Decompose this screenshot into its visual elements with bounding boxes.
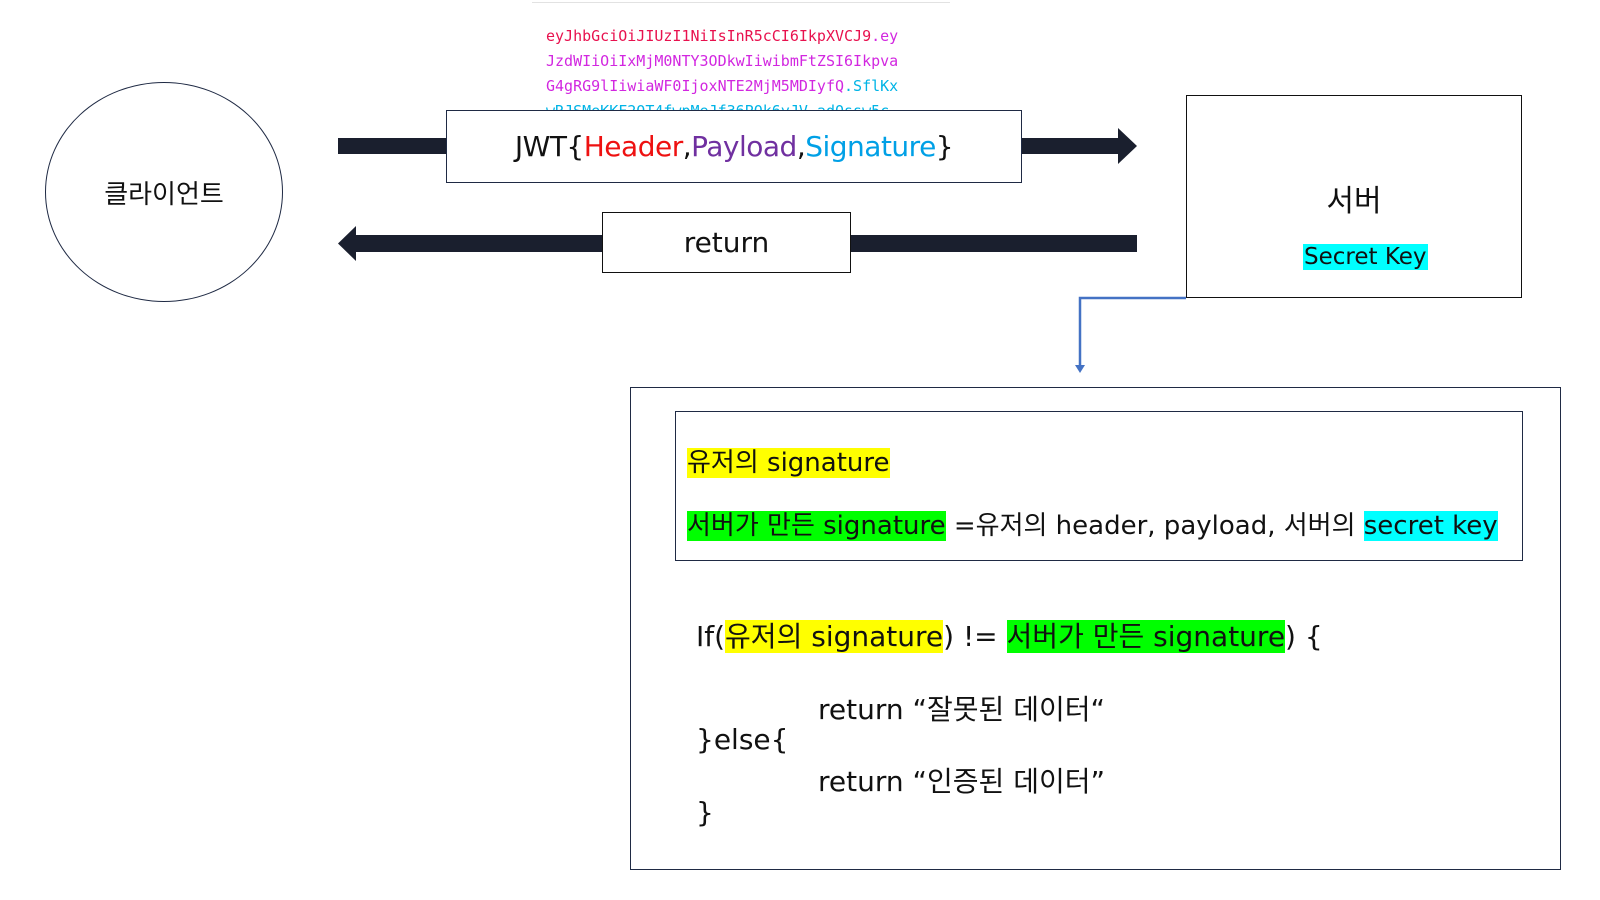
jwt-suffix: }	[935, 130, 954, 163]
return-box: return	[602, 212, 851, 273]
jwt-signature-label: Signature	[805, 130, 936, 163]
token-segment: eyJhbGciOiJIUzI1NiIsInR5cCI6IkpXVCJ9	[546, 27, 872, 45]
token-line: eyJhbGciOiJIUzI1NiIsInR5cCI6IkpXVCJ9.ey	[546, 24, 946, 49]
jwt-comma: ,	[796, 130, 806, 163]
server-signature-formula: =유저의 header, payload, 서버의	[945, 511, 1364, 541]
user-signature-highlight: 유저의 signature	[687, 448, 890, 478]
closing-brace-line: }	[696, 796, 714, 829]
jwt-header-label: Header	[583, 130, 683, 163]
token-segment: .SflKx	[844, 77, 899, 95]
return-wrong-data-line: return “잘못된 데이터“	[818, 693, 1105, 726]
if-suffix: ) {	[1285, 620, 1323, 653]
token-segment: G4gRG9lIiwiaWF0IjoxNTE2MjM5MDIyfQ	[546, 77, 845, 95]
secret-key-badge: Secret Key	[1303, 244, 1428, 270]
response-arrow	[338, 226, 1137, 261]
not-equal-operator: ) !=	[943, 620, 1007, 653]
server-node: 서버 Secret Key	[1186, 95, 1522, 298]
request-arrow	[338, 128, 1137, 164]
server-signature-highlight: 서버가 만든 signature	[687, 511, 946, 541]
if-condition-line: If(유저의 signature) != 서버가 만든 signature) {	[696, 615, 1323, 655]
if-prefix: If(	[696, 620, 726, 653]
client-node: 클라이언트	[45, 82, 283, 302]
server-connector-arrow	[1075, 296, 1186, 373]
if-server-signature: 서버가 만든 signature	[1006, 620, 1286, 653]
client-label: 클라이언트	[104, 179, 224, 210]
user-signature-line: 유저의 signature	[687, 442, 890, 479]
if-user-signature: 유저의 signature	[725, 620, 944, 653]
return-label: return	[683, 226, 770, 259]
server-signature-line: 서버가 만든 signature =유저의 header, payload, 서…	[687, 505, 1498, 542]
token-segment: JzdWIiOiIxMjM0NTY3ODkwIiwibmFtZSI6Ikpva	[546, 52, 899, 70]
else-line: }else{	[696, 723, 789, 756]
token-divider	[532, 2, 950, 3]
jwt-payload-label: Payload	[691, 130, 797, 163]
return-valid-data-line: return “인증된 데이터”	[818, 765, 1105, 798]
jwt-comma: ,	[682, 130, 692, 163]
server-title: 서버	[1326, 184, 1382, 219]
token-line: JzdWIiOiIxMjM0NTY3ODkwIiwibmFtZSI6Ikpva	[546, 49, 946, 74]
token-line: G4gRG9lIiwiaWF0IjoxNTE2MjM5MDIyfQ.SflKx	[546, 74, 946, 99]
jwt-box: JWT{Header, Payload, Signature}	[446, 110, 1022, 183]
token-segment: .ey	[871, 27, 899, 45]
secret-key-highlight: secret key	[1363, 511, 1498, 541]
jwt-prefix: JWT{	[514, 130, 584, 163]
